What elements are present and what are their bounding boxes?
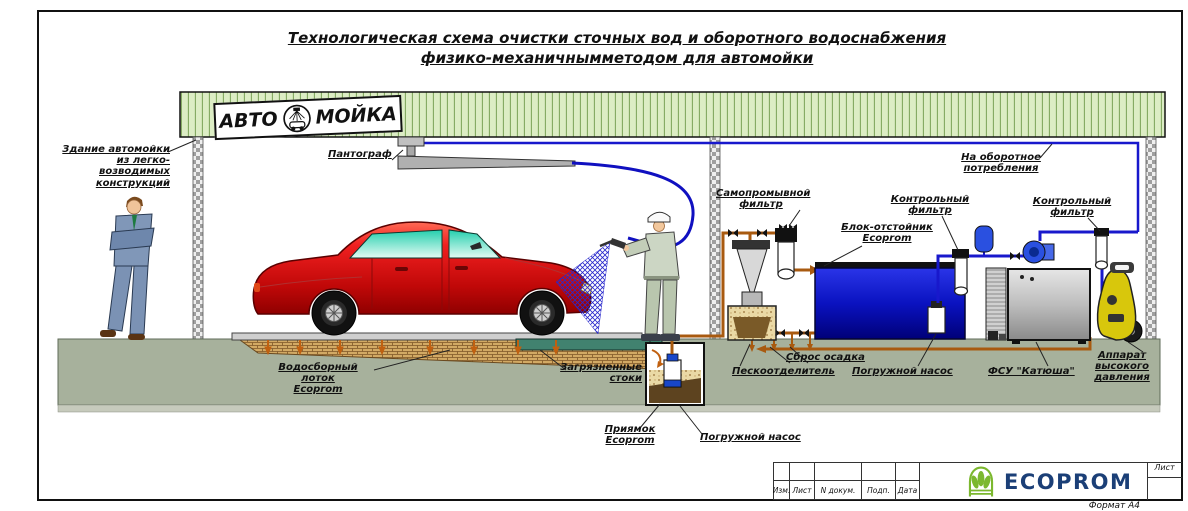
label-sand-separator: Пескоотделитель (732, 366, 835, 377)
label-dirty-runoff: Загрязненные стоки (560, 362, 642, 385)
spray-gun (610, 238, 626, 249)
titleblock-table: Изм. Лист N докум. Подп. Дата (773, 462, 920, 500)
tank-submersible-pump (927, 301, 946, 334)
leader-lines (167, 139, 1144, 435)
format-label: Формат А4 (1088, 501, 1140, 511)
title-line2: физико-механичнымметодом для автомойки (420, 49, 814, 68)
drip-arrows (264, 340, 560, 356)
frame-border (37, 10, 1183, 501)
label-collection-tray: Водосборный лоток Ecoprom (278, 362, 358, 396)
sheet-box-line (1147, 462, 1148, 500)
sheet-label: Лист (1154, 463, 1175, 472)
label-settling-block: Блок-отстойник Ecoprom (841, 222, 933, 245)
suited-man (100, 196, 155, 340)
fsu-unit (985, 267, 1091, 344)
label-hp-unit: Аппарат высокого давления (1094, 350, 1150, 384)
self-washing-filter (775, 224, 797, 280)
water-spray (555, 241, 611, 335)
control-filter-1 (952, 249, 969, 296)
label-control-filter-1: Контрольный фильтр (890, 194, 970, 217)
col-izm: Изм. (773, 481, 790, 499)
ecoprom-logo-icon (964, 465, 998, 499)
wash-hose (571, 161, 695, 249)
control-filter-2 (1094, 228, 1109, 270)
sign-word-right: МОЙКА (315, 102, 398, 129)
col-ndoc: N докум. (815, 481, 862, 499)
car-wheel-front (519, 290, 565, 336)
pump-station (1022, 240, 1055, 264)
title-line1: Технологическая схема очистки сточных во… (287, 29, 947, 47)
expansion-tank (974, 225, 994, 253)
sand-separator (727, 240, 777, 341)
pressure-washer (1096, 262, 1143, 343)
ceiling-pipe (420, 141, 1140, 232)
col-podp: Подп. (862, 481, 896, 499)
carwash-sign: АВТО МОЙКА (213, 94, 403, 141)
label-pantograph: Пантограф (328, 149, 392, 160)
label-control-filter-2: Контрольный фильтр (1032, 196, 1112, 219)
label-pit: Приямок Ecoprom (604, 424, 656, 447)
label-sludge-discharge: Сброс осадка (786, 352, 865, 363)
pantograph (397, 136, 576, 170)
label-submersible-pump-tank: Погружной насос (852, 366, 953, 377)
worker (599, 211, 680, 341)
pipe-valves (728, 229, 809, 337)
blue-valve (1010, 252, 1020, 260)
col-data: Дата (897, 485, 918, 495)
label-fsu: ФСУ "Катюша" (988, 366, 1075, 377)
drawing-title: Технологическая схема очистки сточных во… (287, 28, 947, 69)
col-list: Лист (790, 481, 815, 499)
car-wheel-rear (311, 290, 357, 336)
label-self-washing-filter: Самопромывной фильтр (716, 188, 811, 211)
pit (645, 342, 705, 406)
sheet-box-underline (1147, 477, 1182, 478)
carwash-icon (281, 102, 312, 133)
label-recycle: На оборотное потребления (961, 152, 1041, 175)
settling-tank (814, 262, 966, 340)
titleblock-top-line (918, 462, 1182, 463)
ecoprom-logo-text: ECOPROM (1004, 470, 1133, 494)
ecoprom-logo: ECOPROM (964, 465, 1132, 499)
car (252, 221, 593, 336)
label-submersible-pump-pit: Погружной насос (700, 432, 801, 443)
label-building: Здание автомойки из легко-возводимых кон… (62, 144, 170, 189)
sign-word-left: АВТО (218, 107, 279, 133)
